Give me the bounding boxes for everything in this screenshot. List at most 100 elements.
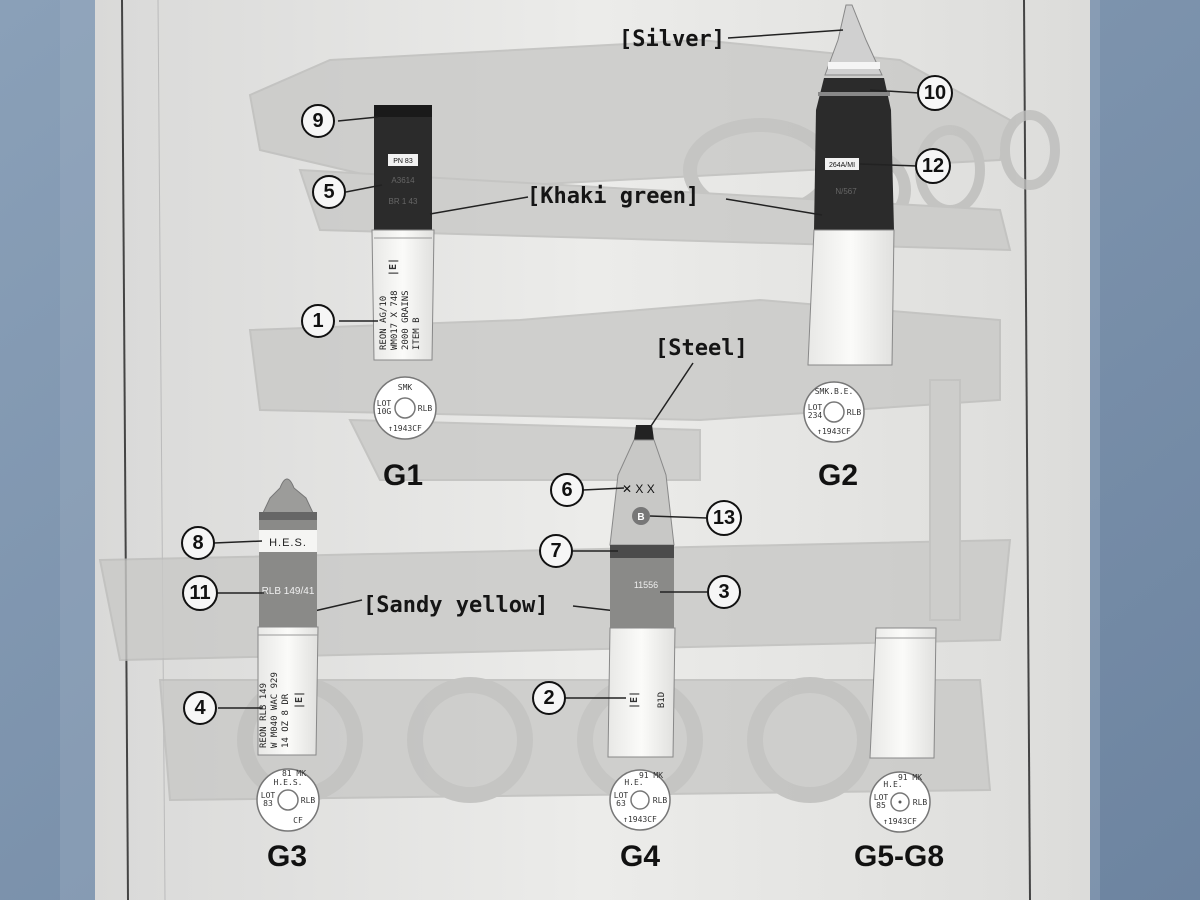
g5-g8-label: G5-G8 [854, 840, 944, 873]
svg-text:2: 2 [543, 687, 554, 709]
g2-label-box [825, 158, 859, 170]
g1-khaki-projectile [374, 105, 432, 230]
shell-g4: ✕ X X B 11556 |E| B1D 91 MK H.E. LOT 63 … [607, 425, 676, 873]
g3-band-text: H.E.S. [269, 537, 307, 549]
g1-base-lot: LOT [377, 399, 392, 408]
steel-callout: [Steel] [655, 336, 748, 361]
g2-primer [823, 401, 845, 423]
svg-text:12: 12 [922, 155, 944, 177]
g3-case-line-1: REON RLB 149 [259, 683, 269, 748]
svg-text:7: 7 [550, 540, 561, 562]
g2-band-text: 264A/MI [829, 162, 855, 169]
g4-shell-text: 11556 [634, 580, 658, 590]
g1-band-text: PN 83 [393, 158, 413, 165]
frame-left-inner [157, 0, 166, 900]
svg-text:9: 9 [312, 110, 323, 132]
g2-white-band [828, 62, 880, 69]
g1-base-disc [373, 376, 437, 440]
g1-case-line-4: ITEM B [412, 317, 422, 350]
g2-base-lotnum: 234 [808, 411, 823, 420]
g3-sandy-top [259, 520, 317, 530]
g5-base-top: H.E. [883, 780, 902, 789]
g4-case-side: B1D [657, 692, 667, 708]
g3-primer [277, 789, 299, 811]
g3-base-small: 81 MK [282, 769, 306, 778]
g4-callouts [565, 487, 708, 699]
g4-base-lotnum: 63 [616, 799, 626, 808]
shell-g2: 264A/MI N/567 SMK.B.E. LOT 234 RLB ↑1943… [803, 4, 895, 492]
g1-base-top: SMK [398, 383, 413, 392]
g1-base-bottom: ↑1943CF [388, 424, 422, 433]
g3-badge-8: 8 [181, 526, 215, 560]
svg-text:6: 6 [561, 479, 572, 501]
frame-right-line [1023, 0, 1031, 900]
silver-callout: [Silver] [619, 27, 725, 52]
g2-base-bottom: ↑1943CF [817, 427, 851, 436]
g2-badge-12: 12 [915, 148, 951, 184]
g3-base-bottom: CF [293, 816, 303, 825]
steel-leader [650, 362, 694, 427]
g1-brass-case [371, 229, 435, 361]
g2-base-top: SMK.B.E. [815, 387, 854, 396]
svg-text:8: 8 [192, 532, 203, 554]
g5-primer [890, 792, 910, 812]
g3-base-lotnum: 83 [263, 799, 273, 808]
g4-label: G4 [620, 840, 660, 873]
g2-base-right: RLB [847, 408, 862, 417]
g3-badge-4: 4 [183, 691, 217, 725]
g1-top-band [374, 105, 432, 117]
svg-text:10: 10 [924, 82, 946, 104]
g4-steel-tip [634, 425, 654, 440]
g3-base-right: RLB [301, 796, 316, 805]
g4-b-disc [632, 507, 650, 525]
g4-base-disc [609, 769, 671, 831]
g5-brass-case [869, 627, 937, 759]
shell-g5-g8: 91 MK H.E. LOT 85 RLB ↑1943CF G5-G8 [854, 627, 944, 873]
g4-base-bottom: ↑1943CF [623, 815, 657, 824]
g4-badge-2: 2 [532, 681, 566, 715]
svg-text:1: 1 [312, 310, 323, 332]
g1-badge-9: 9 [301, 104, 335, 138]
g1-badge-1: 1 [301, 304, 335, 338]
g3-case-line-2: W M040 WAC 929 [270, 672, 280, 748]
g3-upper-band [259, 512, 317, 520]
g4-brass-case [607, 627, 676, 758]
g3-sandy-projectile [259, 552, 317, 627]
g4-mark-x: ✕ X X [622, 482, 655, 496]
g3-white-band [259, 530, 317, 552]
svg-text:13: 13 [713, 507, 735, 529]
g2-brass-case [807, 229, 895, 366]
g1-shell-text-1: A3614 [391, 176, 415, 185]
g5-base-lot: LOT [874, 793, 889, 802]
g3-base-lot: LOT [261, 791, 276, 800]
g3-base-disc [256, 768, 320, 832]
g1-shell-text-2: BR 1 43 [389, 197, 418, 206]
g3-callouts [213, 540, 264, 709]
g5-primer-dot [898, 800, 902, 804]
g1-label: G1 [383, 459, 423, 492]
g1-label-box [388, 154, 418, 166]
g2-callouts [725, 29, 920, 216]
g1-base-lotnum: 10G [377, 407, 392, 416]
frame-left-line [121, 0, 129, 900]
g5-base-small: 91 MK [898, 773, 922, 782]
g2-label: G2 [818, 459, 858, 492]
g3-shell-text: RLB 149/41 [262, 586, 315, 597]
g3-brass-case [257, 626, 319, 756]
g1-case-stencil: REON AG/10 WM017 X 748 2000 GRAINS ITEM … [379, 290, 422, 350]
g4-badge-7: 7 [539, 534, 573, 568]
g1-case-line-2: WM017 X 748 [390, 290, 400, 350]
g5-base-right: RLB [913, 798, 928, 807]
g1-callouts [337, 116, 383, 322]
g3-case-stencil: REON RLB 149 W M040 WAC 929 14 OZ 8 DR [259, 672, 291, 748]
g5-base-lotnum: 85 [876, 801, 886, 810]
g4-badge-6: 6 [550, 473, 584, 507]
sandy-yellow-leader-g3 [309, 599, 363, 613]
g4-sandy-projectile [610, 558, 674, 628]
g2-shell-text: N/567 [835, 187, 857, 196]
g4-base-right: RLB [653, 796, 668, 805]
g4-b-mark: B [637, 512, 644, 523]
g4-base-lot: LOT [614, 791, 629, 800]
svg-text:5: 5 [323, 181, 334, 203]
